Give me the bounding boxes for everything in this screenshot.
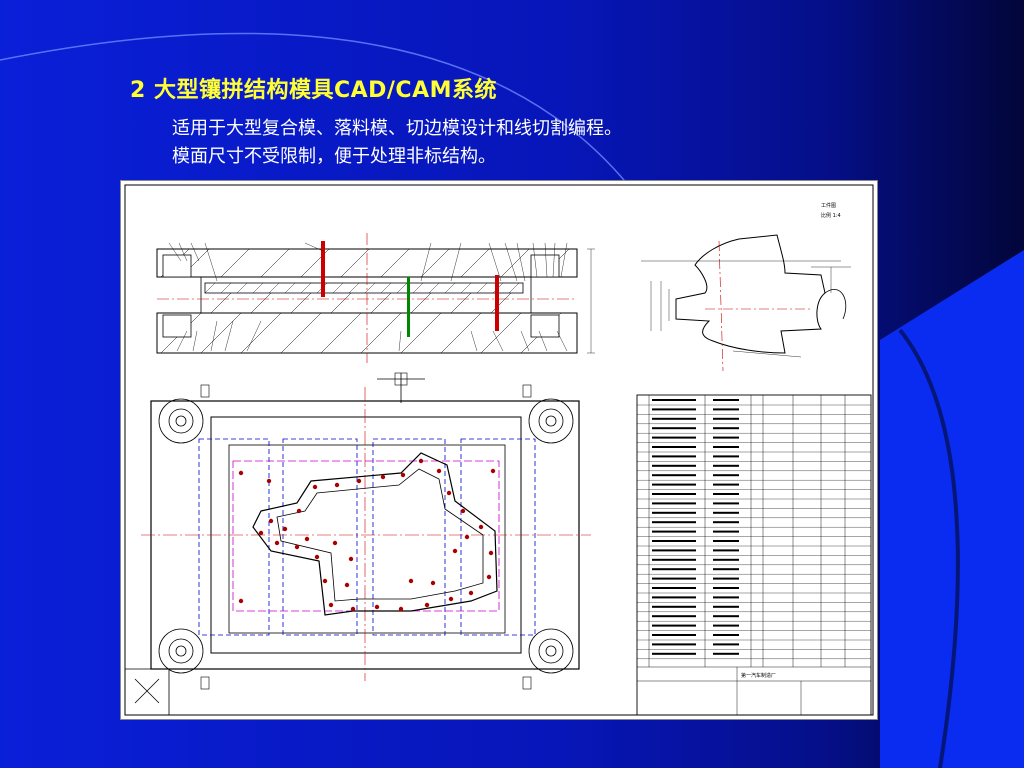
table-row-text-mark	[652, 596, 696, 599]
table-row-text-mark	[652, 521, 696, 524]
table-row-text-mark	[713, 446, 739, 448]
table-row-text-mark	[713, 521, 739, 524]
table-row-text-mark	[652, 577, 696, 580]
table-row-text-mark	[652, 605, 696, 608]
table-row-text-mark	[652, 399, 696, 401]
table-row-text-mark	[652, 493, 696, 495]
table-row-text-mark	[713, 558, 739, 561]
table-row-text-mark	[713, 530, 739, 533]
parts-list-table: 第一汽车制造厂	[636, 394, 872, 716]
description-line-2: 模面尺寸不受限制，便于处理非标结构。	[172, 146, 496, 167]
table-row-text-mark	[652, 502, 696, 505]
table-row-text-mark	[652, 540, 696, 542]
table-row-text-mark	[713, 587, 739, 589]
table-row-text-mark	[713, 540, 739, 542]
cad-drawing-canvas: 工件图 比例 1:4	[124, 184, 874, 716]
section-view	[156, 233, 595, 363]
table-row-text-mark	[652, 568, 696, 571]
table-row-text-mark	[713, 417, 739, 420]
table-row-text-mark	[713, 493, 739, 495]
table-row-text-mark	[713, 634, 739, 636]
table-row-text-mark	[713, 568, 739, 571]
cad-drawing: 工件图 比例 1:4	[120, 180, 878, 720]
table-row-text-mark	[652, 587, 696, 589]
table-row-text-mark	[652, 558, 696, 561]
table-row-text-mark	[652, 652, 696, 655]
table-row-text-mark	[652, 436, 696, 439]
table-row-text-mark	[713, 624, 739, 627]
table-row-text-mark	[713, 502, 739, 505]
table-row-text-mark	[652, 615, 696, 618]
table-row-text-mark	[713, 408, 739, 411]
table-row-text-mark	[713, 511, 739, 514]
table-row-text-mark	[652, 427, 696, 430]
table-row-text-mark	[652, 446, 696, 448]
table-row-text-mark	[652, 455, 696, 458]
table-row-text-mark	[652, 530, 696, 533]
table-row-text-mark	[652, 549, 696, 552]
table-row-text-mark	[713, 464, 739, 467]
table-row-text-mark	[652, 483, 696, 486]
table-row-text-mark	[713, 615, 739, 618]
table-row-text-mark	[652, 474, 696, 477]
scale-note: 比例 1:4	[821, 212, 841, 219]
table-row-text-mark	[652, 624, 696, 627]
description-line-1: 适用于大型复合模、落料模、切边模设计和线切割编程。	[172, 118, 622, 139]
table-row-text-mark	[713, 652, 739, 655]
table-row-text-mark	[713, 577, 739, 580]
table-row-text-mark	[652, 511, 696, 514]
table-row-text-mark	[713, 549, 739, 552]
workpiece-view: 工件图 比例 1:4	[641, 202, 851, 372]
table-row-text-mark	[713, 436, 739, 439]
table-row-text-mark	[713, 399, 739, 401]
table-row-text-mark	[652, 417, 696, 420]
title-block-org: 第一汽车制造厂	[741, 672, 776, 679]
slide-title: 2 大型镶拼结构模具CAD/CAM系统	[130, 78, 498, 103]
table-row-text-mark	[713, 483, 739, 486]
table-row-text-mark	[713, 596, 739, 599]
table-row-text-mark	[652, 634, 696, 636]
workpiece-note: 工件图	[821, 202, 836, 209]
table-row-text-mark	[713, 427, 739, 430]
plan-view	[125, 372, 591, 716]
table-row-text-mark	[652, 643, 696, 646]
table-row-text-mark	[713, 643, 739, 646]
table-row-text-mark	[713, 455, 739, 458]
table-row-text-mark	[713, 605, 739, 608]
table-row-text-mark	[652, 408, 696, 411]
table-row-text-mark	[652, 464, 696, 467]
table-row-text-mark	[713, 474, 739, 477]
